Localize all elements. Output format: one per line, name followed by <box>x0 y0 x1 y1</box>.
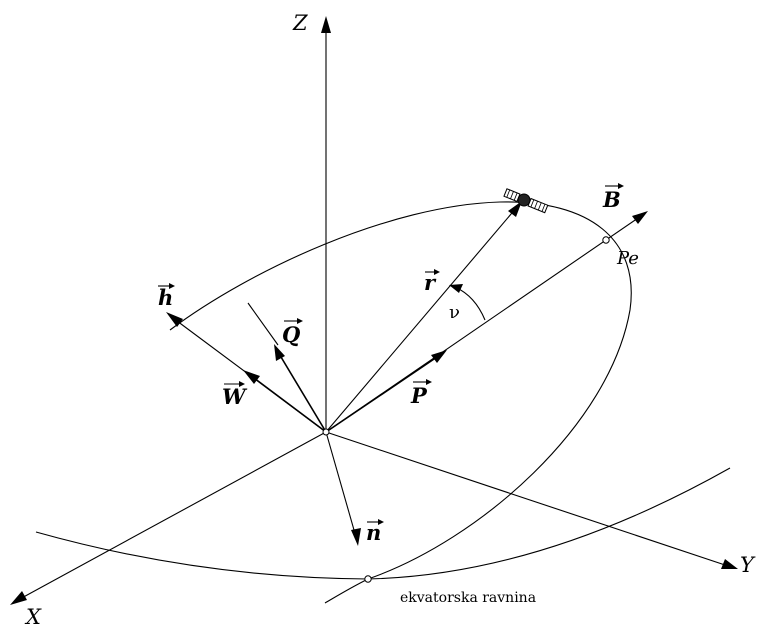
svg-text:r: r <box>424 270 437 295</box>
z-axis-label: Z <box>292 11 308 35</box>
x-axis-label: X <box>24 605 42 629</box>
n-vector-line <box>325 431 357 538</box>
equatorial-plane-curve <box>35 467 731 580</box>
p-vector-line <box>325 354 441 433</box>
q-label: Q <box>282 318 303 347</box>
r-vector-line <box>325 206 518 433</box>
z-axis-arrowhead <box>321 16 331 33</box>
p-vector-arrowhead <box>431 350 447 363</box>
pericenter-label: Pe <box>616 248 639 269</box>
svg-text:W: W <box>222 384 248 409</box>
n-label: n <box>366 519 384 545</box>
orbit-ellipse-lower-tail <box>324 578 369 604</box>
true-anomaly-label: ν <box>449 302 460 323</box>
y-axis-arrowhead <box>721 559 738 569</box>
true-anomaly-arrowhead <box>449 284 463 293</box>
b-label: B <box>602 183 624 212</box>
q-vector-arrowhead <box>274 344 285 361</box>
orbit-ellipse <box>169 201 632 580</box>
pericenter-point <box>602 236 610 244</box>
equatorial-plane-label: ekvatorska ravnina <box>400 590 536 606</box>
q-vector-line <box>277 351 327 433</box>
r-label: r <box>424 269 440 295</box>
h-label: h <box>158 283 175 310</box>
node-point <box>364 575 372 583</box>
x-axis-arrowhead <box>10 591 27 605</box>
h-vector-arrowhead <box>166 312 183 327</box>
y-axis-label: Y <box>740 553 756 577</box>
y-axis <box>325 431 729 567</box>
svg-text:Q: Q <box>282 322 300 347</box>
w-label: W <box>222 381 248 409</box>
x-axis <box>17 431 327 601</box>
svg-text:h: h <box>158 285 173 310</box>
semi-latus-line <box>247 302 279 346</box>
b-vector-arrowhead <box>632 211 648 224</box>
p-label: P <box>410 379 432 408</box>
origin-point <box>322 428 330 436</box>
w-vector-arrowhead <box>243 370 260 384</box>
svg-text:P: P <box>410 383 428 408</box>
n-vector-arrowhead <box>351 528 361 546</box>
svg-text:B: B <box>602 187 621 212</box>
satellite-icon <box>503 188 549 214</box>
svg-text:n: n <box>366 520 381 545</box>
w-vector-line <box>249 374 327 433</box>
r-vector-arrowhead <box>508 201 522 217</box>
